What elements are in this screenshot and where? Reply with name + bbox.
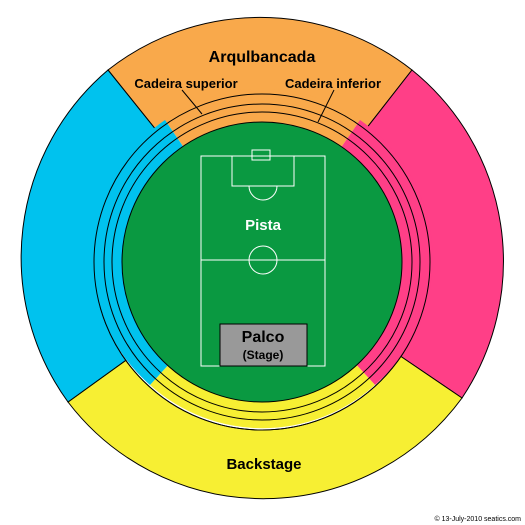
ring-line-3 (111, 111, 413, 413)
label-pista: Pista (245, 217, 282, 234)
section-pista[interactable] (121, 121, 403, 403)
cadeira-inferior-pointer (317, 89, 335, 123)
ring-line-2 (103, 103, 421, 421)
cadeira-superior-pointer (181, 89, 203, 115)
stage-subtitle: (Stage) (243, 348, 284, 362)
label-cadeira-inferior: Cadeira inferior (285, 76, 381, 91)
label-cadeira-superior: Cadeira superior (134, 76, 237, 91)
copyright-text: © 13-July-2010 seatics.com (435, 515, 522, 523)
label-backstage: Backstage (226, 456, 301, 473)
stage-palco[interactable] (219, 323, 308, 367)
stage-title: Palco (242, 329, 285, 346)
label-arquibancada: Arqulbancada (209, 49, 316, 66)
ring-line-1 (93, 93, 431, 431)
